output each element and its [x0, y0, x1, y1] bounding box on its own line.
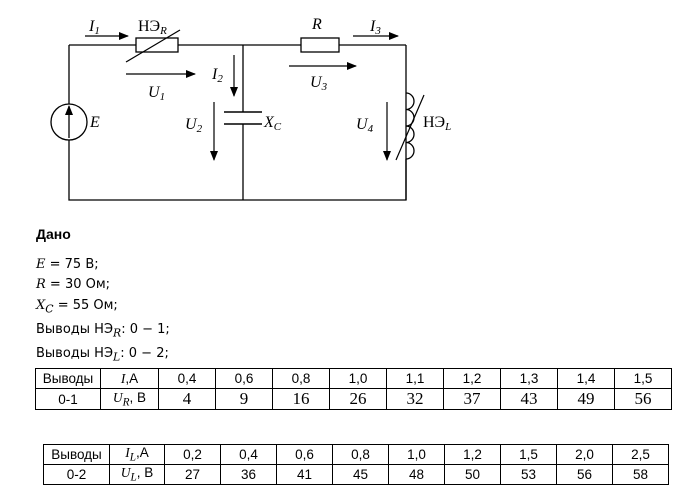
given-line-ne-l-terminals: Выводы НЭL: 0 − 2; — [36, 345, 169, 364]
table-cell: 1,5 — [614, 368, 672, 389]
table-cell: 2,0 — [556, 444, 613, 465]
given-line-e: E = 75 В; — [36, 256, 99, 272]
given-line-ne-r-terminals: Выводы НЭR: 0 − 1; — [36, 321, 170, 340]
table-ne-r-characteristic: Выводы I,А 0,4 0,6 0,8 1,0 1,1 1,2 1,3 1… — [35, 368, 672, 410]
nonlinear-resistor-symbol — [135, 37, 179, 53]
label-i1: I1 — [88, 18, 100, 37]
table-header-voltage: UR, В — [100, 388, 159, 410]
table-cell: 50 — [444, 464, 501, 485]
table-cell: 26 — [329, 388, 387, 410]
table-cell: 53 — [500, 464, 557, 485]
table-cell: 1,5 — [500, 444, 557, 465]
table-terminals-value: 0-2 — [43, 464, 110, 485]
given-line-r: R = 30 Ом; — [36, 277, 111, 292]
label-u4: U4 — [356, 116, 374, 135]
table-cell: 32 — [386, 388, 444, 410]
label-xc: XC — [263, 114, 282, 133]
table-cell: 1,3 — [500, 368, 558, 389]
table-cell: 1,0 — [329, 368, 387, 389]
table-cell: 1,2 — [443, 368, 501, 389]
table-cell: 0,6 — [276, 444, 333, 465]
table-header-terminals: Выводы — [43, 444, 110, 465]
nonlinear-inductor-coil — [405, 92, 415, 160]
table-cell: 49 — [557, 388, 615, 410]
table-cell: 27 — [164, 464, 221, 485]
label-ne-l: НЭL — [423, 114, 451, 133]
label-u3: U3 — [310, 74, 328, 93]
label-r: R — [311, 16, 322, 33]
table-header-voltage: UL, В — [109, 464, 165, 485]
table-cell: 1,0 — [388, 444, 445, 465]
table-row: 0-2 UL, В 27 36 41 45 48 50 53 56 58 — [43, 464, 669, 485]
table-cell: 48 — [388, 464, 445, 485]
table-cell: 0,8 — [332, 444, 389, 465]
table-cell: 9 — [215, 388, 273, 410]
label-i3: I3 — [369, 18, 381, 37]
table-cell: 1,4 — [557, 368, 615, 389]
table-cell: 37 — [443, 388, 501, 410]
table-cell: 41 — [276, 464, 333, 485]
table-header-current: I,А — [100, 368, 159, 389]
table-cell: 4 — [158, 388, 216, 410]
label-i2: I2 — [211, 66, 223, 85]
table-cell: 58 — [612, 464, 669, 485]
label-u2: U2 — [185, 116, 203, 135]
table-cell: 0,6 — [215, 368, 273, 389]
table-header-terminals: Выводы — [35, 368, 101, 389]
table-cell: 45 — [332, 464, 389, 485]
table-cell: 43 — [500, 388, 558, 410]
label-ne-r: НЭR — [138, 18, 167, 37]
table-row: 0-1 UR, В 4 9 16 26 32 37 43 49 56 — [35, 388, 672, 410]
table-cell: 0,4 — [158, 368, 216, 389]
table-ne-l-characteristic: Выводы IL,А 0,2 0,4 0,6 0,8 1,0 1,2 1,5 … — [43, 444, 669, 485]
table-cell: 0,4 — [220, 444, 277, 465]
resistor-symbol — [300, 37, 340, 53]
nonlinear-inductor-slash — [395, 94, 425, 161]
label-e: E — [89, 114, 100, 131]
given-line-xc: XC = 55 Ом; — [36, 297, 118, 316]
nonlinear-resistor-slash — [125, 29, 181, 63]
table-cell: 16 — [272, 388, 330, 410]
table-cell: 1,1 — [386, 368, 444, 389]
table-cell: 56 — [614, 388, 672, 410]
given-block: Дано E = 75 В; R = 30 Ом; XC = 55 Ом; Вы… — [36, 224, 170, 368]
table-cell: 2,5 — [612, 444, 669, 465]
table-cell: 36 — [220, 464, 277, 485]
table-header-current: IL,А — [109, 444, 165, 465]
table-row: Выводы IL,А 0,2 0,4 0,6 0,8 1,0 1,2 1,5 … — [43, 444, 669, 465]
table-terminals-value: 0-1 — [35, 388, 101, 410]
table-cell: 1,2 — [444, 444, 501, 465]
table-row: Выводы I,А 0,4 0,6 0,8 1,0 1,1 1,2 1,3 1… — [35, 368, 672, 389]
given-title: Дано — [36, 226, 71, 242]
table-cell: 56 — [556, 464, 613, 485]
label-u1: U1 — [148, 84, 165, 103]
table-cell: 0,2 — [164, 444, 221, 465]
table-cell: 0,8 — [272, 368, 330, 389]
circuit-diagram: I1 НЭR U1 I2 U2 XC R I3 U3 U4 НЭL E — [50, 16, 451, 201]
